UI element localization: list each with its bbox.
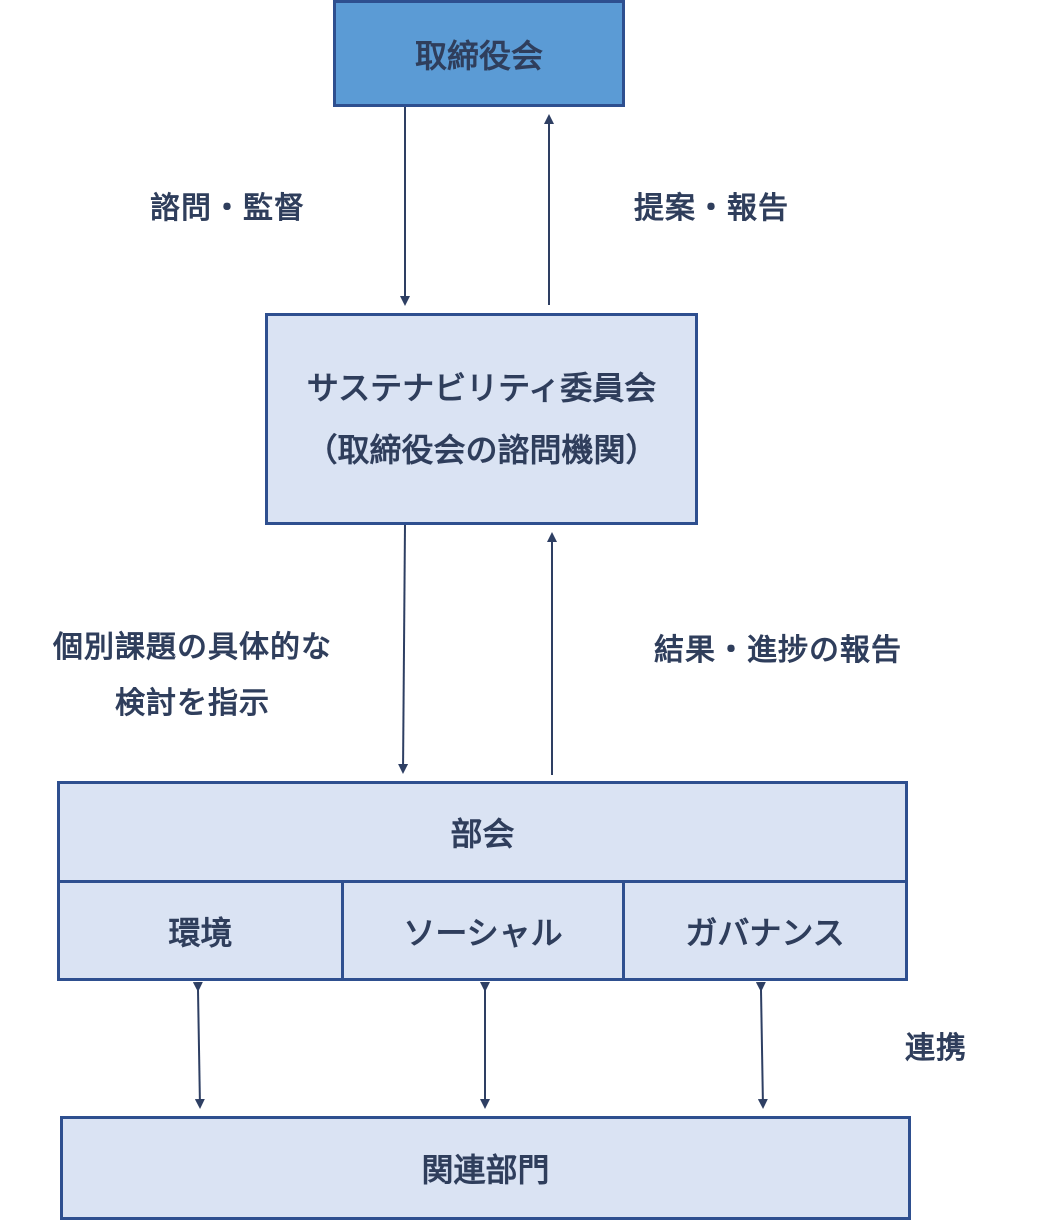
division-environment: 環境 <box>57 880 344 981</box>
arrow-governance-related <box>755 981 768 1109</box>
committee-subtitle: （取締役会の諮問機関） <box>305 431 658 469</box>
division-governance-label: ガバナンス <box>685 913 845 952</box>
subcommittee-node: 部会 <box>57 781 908 883</box>
arrow-committee-to-subcommittee <box>398 523 409 774</box>
edge-label-instruct-line2: 検討を指示 <box>115 686 270 721</box>
related-departments-label: 関連部門 <box>421 1151 550 1189</box>
division-social: ソーシャル <box>341 880 625 981</box>
board-node: 取締役会 <box>333 0 625 107</box>
edge-label-instruct-line1: 個別課題の具体的な <box>53 630 332 665</box>
subcommittee-label: 部会 <box>450 815 515 853</box>
committee-node: サステナビリティ委員会 （取締役会の諮問機関） <box>265 313 698 525</box>
edge-label-collaboration: 連携 <box>905 1031 967 1066</box>
division-governance: ガバナンス <box>622 880 908 981</box>
edge-label-consult-supervise: 諮問・監督 <box>150 191 305 226</box>
edge-label-proposal-report: 提案・報告 <box>634 191 789 226</box>
division-social-label: ソーシャル <box>403 913 563 952</box>
edge-label-instruct: 個別課題の具体的な 検討を指示 <box>30 620 355 732</box>
board-label: 取締役会 <box>414 36 543 75</box>
committee-title: サステナビリティ委員会 <box>306 369 657 407</box>
related-departments-node: 関連部門 <box>60 1116 911 1220</box>
division-environment-label: 環境 <box>168 913 233 952</box>
arrow-environment-related <box>192 981 205 1109</box>
edge-label-results-report: 結果・進捗の報告 <box>654 633 902 668</box>
